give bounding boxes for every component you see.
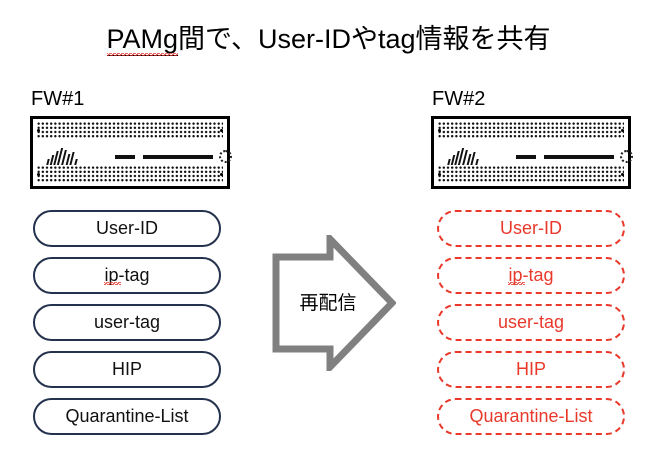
title-misspelled-word: PAMg	[106, 24, 179, 56]
vent-grille-bottom	[37, 166, 223, 183]
rack-screw	[220, 129, 223, 132]
status-dash-long	[544, 155, 614, 159]
pill-label: Quarantine-List	[65, 406, 189, 426]
left-pill-user-id[interactable]: User-ID	[33, 210, 221, 247]
pill-label: ip-tag	[104, 265, 150, 285]
rack-screw	[621, 173, 624, 176]
title-rest: 間で、User-IDやtag情報を共有	[178, 24, 551, 54]
pill-label: ip-tag	[508, 265, 554, 285]
rack-screw	[438, 173, 441, 176]
port-circle-icon	[219, 150, 232, 163]
pill-label: HIP	[515, 359, 546, 379]
left-pill-hip[interactable]: HIP	[33, 351, 221, 388]
pill-label: Quarantine-List	[469, 406, 593, 426]
vent-grille-bottom	[438, 166, 624, 183]
left-pill-user-tag[interactable]: user-tag	[33, 304, 221, 341]
vent-grille-top	[37, 122, 223, 139]
status-dash-long	[143, 155, 213, 159]
port-circle-icon	[620, 150, 633, 163]
firewall-1-appliance	[30, 116, 232, 189]
left-pill-quarantine-list[interactable]: Quarantine-List	[33, 398, 221, 435]
rack-screw	[621, 129, 624, 132]
arrow-label: 再配信	[299, 293, 357, 314]
pill-label: User-ID	[96, 218, 158, 238]
pill-label: HIP	[111, 359, 142, 379]
vendor-logo-icon	[447, 148, 480, 165]
pill-label: user-tag	[93, 312, 161, 332]
page-title: PAMg間で、User-IDやtag情報を共有	[0, 17, 657, 56]
right-pill-user-id[interactable]: User-ID	[437, 210, 625, 247]
rack-screw	[37, 129, 40, 132]
firewall-2-appliance	[431, 116, 633, 189]
right-pill-ip-tag[interactable]: ip-tag	[437, 257, 625, 294]
firewall-1-label: FW#1	[31, 88, 85, 110]
status-dash-short	[115, 155, 135, 159]
right-pill-hip[interactable]: HIP	[437, 351, 625, 388]
pill-label: User-ID	[500, 218, 562, 238]
redistribution-arrow-icon	[272, 235, 396, 371]
right-pill-user-tag[interactable]: user-tag	[437, 304, 625, 341]
rack-screw	[438, 129, 441, 132]
rack-screw	[220, 173, 223, 176]
vent-grille-top	[438, 122, 624, 139]
left-pill-ip-tag[interactable]: ip-tag	[33, 257, 221, 294]
firewall-2-label: FW#2	[432, 88, 486, 110]
pill-label: user-tag	[497, 312, 565, 332]
right-pill-quarantine-list[interactable]: Quarantine-List	[437, 398, 625, 435]
vendor-logo-icon	[46, 148, 79, 165]
status-dash-short	[516, 155, 536, 159]
rack-screw	[37, 173, 40, 176]
